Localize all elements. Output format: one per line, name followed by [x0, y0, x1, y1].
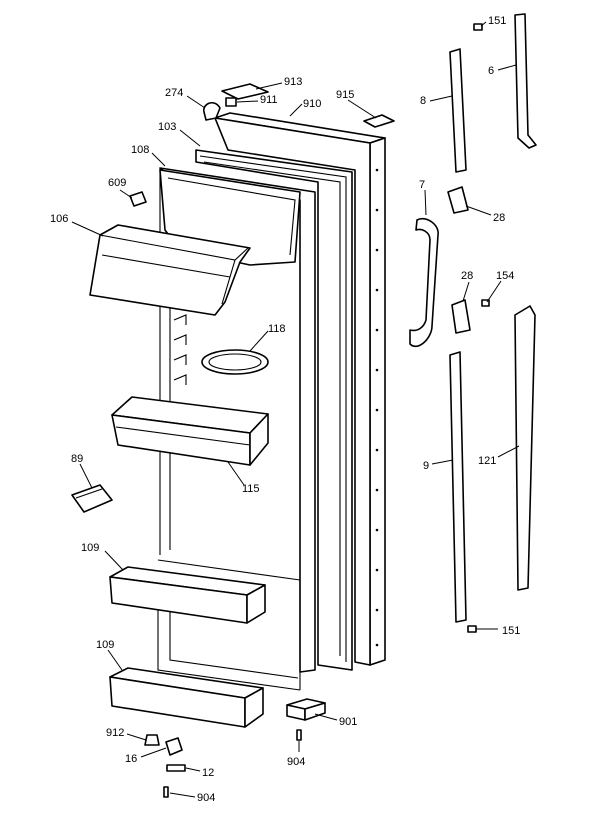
part-151-screw-top — [473, 23, 483, 31]
callout-6: 6 — [488, 65, 494, 77]
part-118-ring — [201, 349, 269, 375]
callout-109-a: 109 — [81, 542, 99, 554]
part-109-bin-lower — [109, 667, 264, 728]
part-28-hinge-b — [451, 299, 471, 334]
callout-913: 913 — [284, 76, 302, 88]
part-109-bin-upper — [109, 566, 266, 624]
part-274-hinge-pin — [203, 101, 221, 121]
callout-89: 89 — [71, 453, 83, 465]
dispenser-cover — [89, 224, 251, 316]
callout-901: 901 — [339, 716, 357, 728]
callout-16: 16 — [125, 753, 137, 765]
callout-151-top: 151 — [488, 15, 506, 27]
part-609-clip — [129, 191, 147, 207]
part-89-filter — [71, 484, 113, 513]
callout-911: 911 — [260, 94, 278, 106]
leader-lines — [71, 21, 520, 798]
part-7-handle — [409, 217, 439, 348]
part-904-screw-a — [296, 729, 302, 741]
part-913-bracket — [221, 83, 269, 100]
callout-7: 7 — [419, 179, 425, 191]
callout-910: 910 — [303, 98, 321, 110]
part-8-strip — [449, 48, 467, 173]
part-12-spring — [166, 764, 186, 772]
callout-609: 609 — [108, 177, 126, 189]
callout-9: 9 — [423, 460, 429, 472]
part-16-cam — [165, 737, 183, 756]
part-28-hinge-a — [447, 186, 469, 214]
callout-904-b: 904 — [197, 792, 215, 804]
part-154-screw — [481, 299, 490, 307]
door-outer-panel — [214, 112, 386, 666]
callout-28-a: 28 — [493, 212, 505, 224]
callout-103: 103 — [158, 121, 176, 133]
callout-904-a: 904 — [287, 756, 305, 768]
callout-115: 115 — [242, 483, 260, 495]
callout-108: 108 — [131, 144, 149, 156]
part-6-trim — [514, 13, 537, 149]
callout-915: 915 — [336, 89, 354, 101]
door-shelf-supports — [173, 314, 187, 385]
callout-151-bottom: 151 — [502, 625, 520, 637]
door-gasket — [195, 149, 353, 671]
part-9-strip — [449, 351, 467, 623]
callout-109-b: 109 — [96, 639, 114, 651]
callout-106: 106 — [50, 213, 68, 225]
part-121-trim — [514, 305, 536, 591]
callout-12: 12 — [202, 767, 214, 779]
part-915-strip — [363, 114, 395, 128]
callout-912: 912 — [106, 727, 124, 739]
callout-118: 118 — [268, 323, 286, 335]
callout-8: 8 — [420, 95, 426, 107]
callout-274: 274 — [165, 87, 183, 99]
callout-154: 154 — [496, 270, 514, 282]
part-115-bin — [111, 396, 269, 466]
callout-28-b: 28 — [461, 270, 473, 282]
part-911-plug — [225, 97, 237, 107]
part-151-screw-bottom — [467, 625, 477, 633]
callout-121: 121 — [478, 455, 496, 467]
part-901-block — [286, 698, 326, 721]
part-912-cap — [144, 734, 160, 746]
part-904-screw-b — [163, 786, 169, 798]
